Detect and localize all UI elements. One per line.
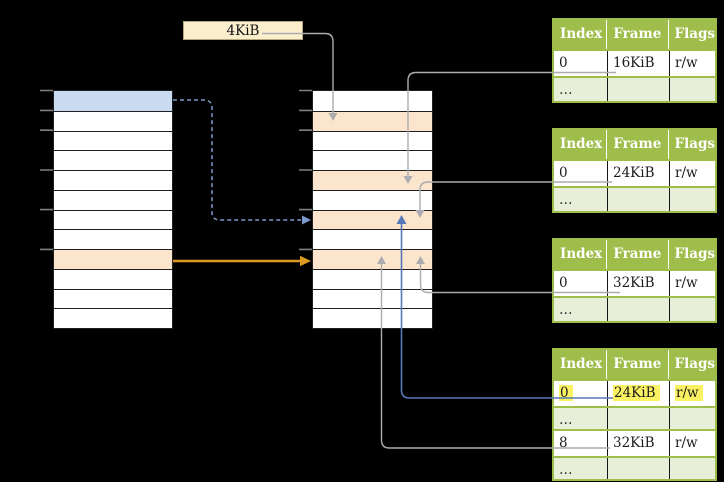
cell-frame: 32KiB: [607, 271, 669, 296]
memory-row-white: [313, 130, 432, 151]
cell-empty: [669, 458, 715, 479]
memory-row-white: [54, 268, 172, 289]
memory-row-white: [54, 110, 172, 131]
memory-row-white: [54, 189, 172, 210]
cell-frame: 16KiB: [607, 51, 669, 76]
table-row-ellipsis: …: [554, 406, 715, 429]
memory-row-white: [54, 288, 172, 309]
memory-row-orange: [313, 110, 432, 131]
table-row: 0 24KiB r/w: [554, 159, 715, 186]
table-header-row: Index Frame Flags: [554, 20, 715, 49]
cell-index: 0: [559, 275, 568, 291]
page-size-label: 4KiB: [226, 22, 260, 39]
memory-row-white: [54, 130, 172, 151]
memory-row-white: [54, 150, 172, 170]
cell-flags: r/w: [669, 271, 715, 296]
header-index: Index: [560, 136, 603, 152]
table-row-ellipsis: …: [554, 456, 715, 479]
virtual-memory-stack: [53, 90, 173, 329]
memory-row-white: [313, 150, 432, 170]
cell-empty: [607, 408, 669, 429]
memory-row-orange: [313, 249, 432, 269]
memory-row-white: [313, 308, 432, 328]
memory-row-white: [54, 209, 172, 230]
middle-stack-ticks: [299, 89, 312, 251]
cell-ellipsis: …: [559, 412, 573, 428]
header-flags: Flags: [667, 350, 715, 379]
cell-ellipsis: …: [559, 192, 573, 208]
cell-empty: [669, 78, 715, 101]
header-frame: Frame: [606, 240, 667, 269]
memory-row-white: [54, 308, 172, 328]
header-frame: Frame: [606, 20, 667, 49]
cell-ellipsis: …: [559, 302, 573, 318]
cell-index: 0: [554, 381, 607, 406]
header-index: Index: [560, 246, 603, 262]
table-row-ellipsis: …: [554, 296, 715, 321]
table-row: 8 32KiB r/w: [554, 429, 715, 456]
memory-row-orange: [54, 249, 172, 269]
memory-row-white: [313, 91, 432, 111]
cell-empty: [669, 408, 715, 429]
cell-empty: [607, 298, 669, 321]
memory-row-white: [54, 170, 172, 190]
highlight-frame: 24KiB: [613, 385, 660, 401]
cell-frame: 24KiB: [607, 161, 669, 186]
table-row: 0 16KiB r/w: [554, 49, 715, 76]
cell-empty: [607, 78, 669, 101]
page-table-16kib: Index Frame Flags 0 16KiB r/w …: [552, 18, 717, 103]
physical-memory-stack: [312, 90, 433, 329]
table-row-ellipsis: …: [554, 186, 715, 211]
cell-ellipsis: …: [559, 82, 573, 98]
memory-row-white: [313, 268, 432, 289]
highlight-index: 0: [559, 385, 573, 401]
table-row-highlighted: 0 24KiB r/w: [554, 379, 715, 406]
header-flags: Flags: [667, 20, 715, 49]
page-table-highlighted: Index Frame Flags 0 24KiB r/w … 8 32KiB …: [552, 348, 717, 481]
memory-row-white: [313, 229, 432, 249]
table-header-row: Index Frame Flags: [554, 240, 715, 269]
page-table-32kib: Index Frame Flags 0 32KiB r/w …: [552, 238, 717, 323]
cell-flags: r/w: [669, 381, 715, 406]
header-index: Index: [560, 356, 603, 372]
arrow-virtual-to-frame-dashed: [173, 99, 301, 221]
table-header-row: Index Frame Flags: [554, 130, 715, 159]
header-frame: Frame: [606, 350, 667, 379]
cell-flags: r/w: [669, 431, 715, 456]
cell-frame: 32KiB: [607, 431, 669, 456]
memory-row-white: [313, 288, 432, 309]
cell-index: 0: [559, 55, 568, 71]
cell-frame: 24KiB: [607, 381, 669, 406]
arrowhead-orange: [300, 255, 311, 267]
cell-empty: [669, 188, 715, 211]
header-flags: Flags: [667, 130, 715, 159]
table-row: 0 32KiB r/w: [554, 269, 715, 296]
page-table-24kib: Index Frame Flags 0 24KiB r/w …: [552, 128, 717, 213]
header-frame: Frame: [606, 130, 667, 159]
memory-row-white: [54, 229, 172, 249]
page-size-box: 4KiB: [183, 21, 303, 40]
cell-flags: r/w: [669, 161, 715, 186]
memory-row-white: [313, 189, 432, 210]
table-header-row: Index Frame Flags: [554, 350, 715, 379]
left-stack-ticks: [40, 89, 53, 251]
memory-row-orange: [313, 170, 432, 190]
cell-index: 8: [559, 435, 568, 451]
highlight-flags: r/w: [675, 385, 703, 401]
cell-flags: r/w: [669, 51, 715, 76]
header-index: Index: [560, 26, 603, 42]
cell-ellipsis: …: [559, 462, 573, 478]
cell-empty: [607, 458, 669, 479]
cell-empty: [607, 188, 669, 211]
cell-empty: [669, 298, 715, 321]
header-flags: Flags: [667, 240, 715, 269]
memory-row-blue: [54, 91, 172, 111]
table-row-ellipsis: …: [554, 76, 715, 101]
memory-row-orange: [313, 209, 432, 230]
cell-index: 0: [559, 165, 568, 181]
arrowhead-dashed-blue: [302, 215, 311, 225]
